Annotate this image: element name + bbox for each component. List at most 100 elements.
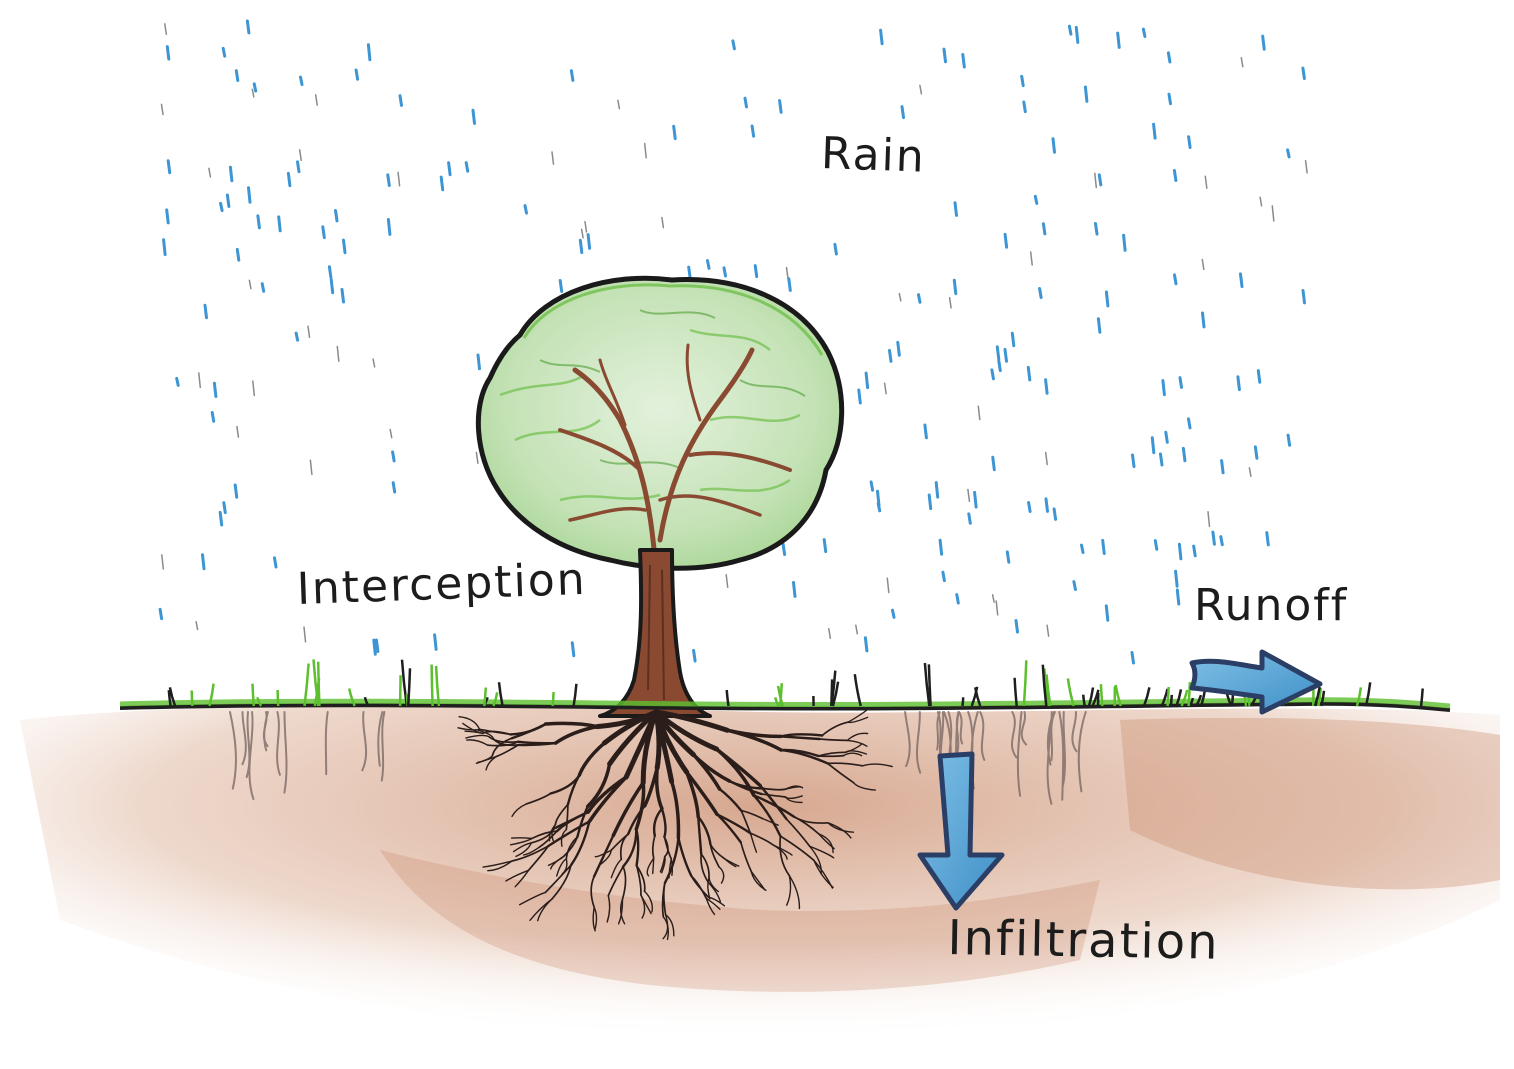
rain-drop [1031, 252, 1033, 265]
rain-drop [997, 347, 999, 360]
grass-blade [1101, 684, 1103, 706]
rain-drop [344, 240, 346, 253]
rain-drop [1155, 541, 1157, 550]
rain-drop [279, 217, 281, 231]
runoff-label: Runoff [1194, 580, 1348, 631]
rain-drop [1005, 234, 1007, 247]
rain-drop [288, 173, 290, 185]
rain-drop [1203, 313, 1205, 327]
grass-blade [192, 691, 193, 707]
rain-drop [1043, 224, 1045, 234]
rain-drop [1028, 367, 1030, 380]
grass-blade [831, 679, 832, 706]
rain-drop [214, 383, 216, 396]
rain-drop [925, 425, 927, 438]
grass-blade [253, 684, 254, 706]
rain-drop [247, 21, 249, 33]
rain-drop [1260, 197, 1262, 206]
rain-drop [582, 229, 584, 238]
rain-drop [1306, 161, 1308, 173]
rain-drop [1258, 371, 1260, 383]
rain-drop [694, 650, 696, 661]
rain-drop [374, 640, 376, 654]
rain-drop [1046, 380, 1048, 394]
rain-drop [1221, 537, 1223, 545]
rain-drop [993, 595, 995, 602]
soil-area [20, 706, 1500, 1041]
rain-drop [1046, 499, 1048, 512]
rain-drop [400, 96, 402, 106]
rain-drop [1082, 545, 1084, 552]
rain-drop [249, 280, 251, 288]
rain-drop [221, 203, 223, 210]
rain-drop [473, 110, 475, 123]
rain-drop [388, 175, 390, 186]
rain-drop [865, 638, 867, 651]
rain-drop [1132, 653, 1134, 664]
rain-drop [898, 342, 900, 355]
rain-drop [162, 555, 164, 569]
rain-drop [1208, 512, 1210, 527]
rain-drop [885, 383, 887, 394]
rain-drop [745, 98, 747, 107]
rain-drop [571, 71, 573, 81]
grass-blade [408, 668, 410, 706]
rain-drop [205, 305, 207, 317]
rain-drop [969, 514, 971, 523]
rain-drop [253, 381, 255, 395]
rain-drop [1183, 448, 1185, 460]
rain-drop [388, 220, 390, 235]
rain-drop [689, 267, 691, 278]
rain-drop [262, 284, 264, 292]
rain-drop [580, 240, 582, 252]
rain-drop [1202, 260, 1204, 270]
rain-drop [249, 188, 251, 203]
rain-drop [329, 267, 331, 278]
rain-drop [944, 49, 946, 62]
rain-drop [992, 370, 994, 379]
grass-blade [432, 665, 433, 707]
rain-drop [733, 41, 735, 49]
grass-blade [553, 692, 554, 706]
rain-drop [1046, 453, 1048, 465]
rain-drop [878, 504, 880, 511]
rain-drop [1007, 552, 1009, 562]
grass-blade [400, 675, 401, 706]
grass-blade [780, 683, 782, 706]
rain-drop [572, 643, 574, 656]
rain-drop [1133, 455, 1135, 467]
rain-drop [336, 211, 338, 221]
rain-drop [588, 235, 590, 249]
rain-drop [1174, 171, 1176, 181]
rain-drop [993, 457, 995, 469]
rain-drop [1213, 532, 1215, 544]
rain-drop [618, 100, 620, 108]
rain-drop [376, 640, 378, 652]
rain-drop [337, 347, 339, 362]
rain-drop [560, 281, 562, 292]
rain-drop [866, 373, 868, 388]
grass-blade [1171, 695, 1172, 706]
rain-drop [1249, 468, 1251, 476]
rain-drop [227, 195, 229, 207]
rain-drop [212, 413, 214, 422]
rain-drop [1303, 291, 1305, 303]
rain-drop [887, 578, 889, 592]
rain-drop [1099, 175, 1101, 185]
rain-drop [237, 427, 239, 438]
rain-drop [165, 24, 167, 34]
rain-drop [999, 361, 1001, 371]
rain-drop [1152, 438, 1154, 453]
rain-drop [236, 71, 238, 81]
rain-drop [856, 625, 858, 634]
rain-drop [398, 172, 400, 185]
rain-drop [1012, 333, 1014, 346]
rain-drop [1029, 503, 1031, 512]
rain-drop [1076, 27, 1078, 42]
rain-drop [780, 101, 782, 113]
rain-drop [373, 359, 375, 367]
grass-blade [1024, 660, 1026, 706]
rain-drop [859, 390, 861, 403]
infiltration-label: Infiltration [947, 910, 1220, 971]
rain-drop [1263, 36, 1265, 49]
